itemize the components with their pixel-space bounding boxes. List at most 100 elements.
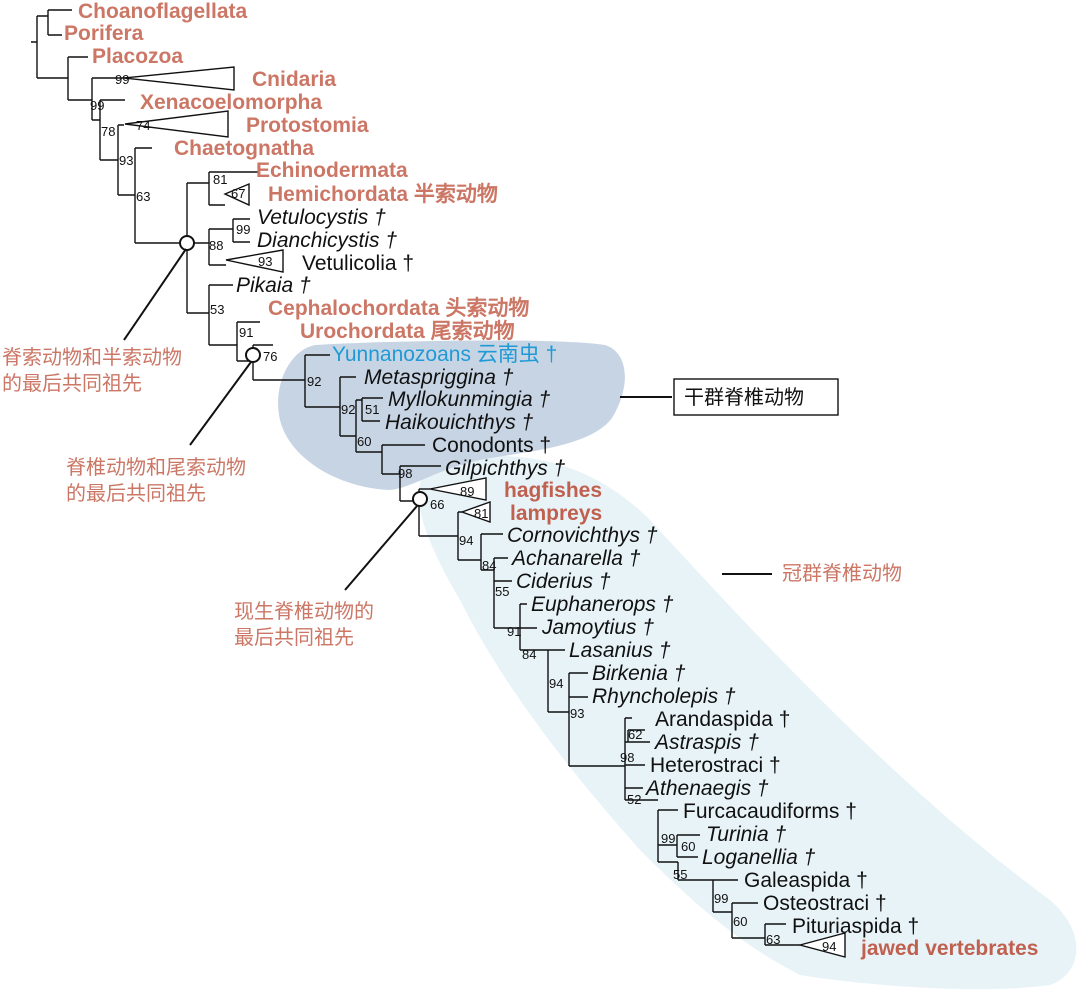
support-value: 67 [231,186,245,201]
label-pikaia: Pikaia † [236,274,311,297]
label-echinodermata: Echinodermata [256,159,408,182]
support-value: 52 [627,792,641,807]
label-athenaegis: Athenaegis † [644,777,769,800]
label-hagfishes: hagfishes [504,479,602,502]
label-myllokunmingia: Myllokunmingia † [388,388,551,411]
label-birkenia: Birkenia † [592,662,686,685]
support-value: 99 [714,891,728,906]
label-cnidaria: Cnidaria [252,68,336,91]
ancestor-living-vertebrate-line2: 最后共同祖先 [234,626,354,649]
support-value: 63 [766,932,780,947]
living-vertebrate-ancestor-node [412,491,428,507]
support-value: 98 [620,750,634,765]
ancestor-vertebrate-urochordate-line2: 的最后共同祖先 [66,482,206,505]
label-jamoytius: Jamoytius † [541,616,654,639]
support-value: 99 [236,222,250,237]
label-cephalochordata: Cephalochordata 头索动物 [268,296,529,320]
support-value: 84 [482,558,496,573]
support-value: 60 [681,839,695,854]
support-value: 76 [263,349,277,364]
hagfishes-triangle [429,477,487,501]
label-hemichordata: Hemichordata 半索动物 [268,182,498,206]
support-value: 99 [90,98,104,113]
crown-group-region [418,456,1077,990]
support-value: 88 [209,238,223,253]
support-value: 94 [822,939,836,954]
crown-group-label: 冠群脊椎动物 [782,562,902,585]
label-urochordata: Urochordata 尾索动物 [300,319,515,343]
support-value: 53 [210,302,224,317]
support-value: 55 [673,867,687,882]
support-value: 92 [341,402,355,417]
support-value: 81 [213,172,227,187]
label-heterostraci: Heterostraci † [650,754,781,777]
label-porifera: Porifera [64,22,144,45]
label-euphanerops: Euphanerops † [531,593,674,616]
label-lampreys: lampreys [510,502,602,525]
hemichordata-triangle [223,182,250,207]
tree-branches [31,9,800,946]
label-cornovichthys: Cornovichthys † [507,524,658,547]
label-chaetognatha: Chaetognatha [174,137,314,160]
support-value: 55 [495,584,509,599]
support-value: 94 [549,676,563,691]
support-value: 84 [522,647,536,662]
label-turinia: Turinia † [706,823,786,846]
vertebrate-urochordate-ancestor-node [245,347,261,363]
support-value: 78 [101,124,115,139]
support-value: 91 [239,325,253,340]
label-yunnanozoans: Yunnanozoans 云南虫 † [332,343,557,366]
label-placozoa: Placozoa [92,45,183,68]
label-achanarella: Achanarella † [510,547,641,570]
support-value: 63 [136,189,150,204]
label-jawed-vertebrates: jawed vertebrates [860,937,1038,960]
cnidaria-triangle [123,66,235,91]
support-value: 60 [733,914,747,929]
support-value: 94 [459,533,473,548]
ancestor-chordate-hemichordate-line2: 的最后共同祖先 [2,372,142,395]
stem-group-label: 干群脊椎动物 [684,386,804,409]
label-protostomia: Protostomia [246,114,369,137]
support-value: 93 [570,706,584,721]
pointer-line-3 [344,505,418,591]
lampreys-triangle [459,501,491,523]
label-choanoflagellata: Choanoflagellata [78,0,248,23]
support-value: 74 [136,118,150,133]
ancestor-chordate-hemichordate-line1: 脊索动物和半索动物 [2,346,182,369]
taxon-labels: Choanoflagellata Porifera Placozoa Cnida… [64,0,1038,960]
vetulicolia-triangle [225,249,284,273]
annotations: 脊索动物和半索动物 的最后共同祖先 脊椎动物和尾索动物 的最后共同祖先 现生脊椎… [2,346,902,649]
support-value: 98 [398,466,412,481]
label-rhyncholepis: Rhyncholepis † [592,685,736,708]
ancestor-vertebrate-urochordate-line1: 脊椎动物和尾索动物 [66,456,246,479]
support-value: 93 [119,153,133,168]
support-value: 93 [258,254,272,269]
label-osteostraci: Osteostraci † [763,892,887,915]
support-value: 62 [628,727,642,742]
support-value: 51 [365,402,379,417]
support-value: 91 [507,624,521,639]
stem-group-box [673,378,839,416]
label-galeaspida: Galeaspida † [744,869,868,892]
label-loganellia: Loganellia † [702,846,816,869]
label-dianchicystis: Dianchicystis † [257,229,397,252]
label-metaspriggina: Metaspriggina † [364,366,514,389]
support-value: 89 [460,484,474,499]
support-values: 99 99 74 78 93 63 81 67 99 88 93 53 91 7… [90,72,836,954]
support-value: 66 [430,497,444,512]
label-pituriaspida: Pituriaspida † [792,915,919,938]
jawed-vertebrates-triangle [797,932,846,958]
label-astraspis: Astraspis † [653,731,759,754]
label-lasanius: Lasanius † [569,639,671,662]
support-value: 92 [307,374,321,389]
support-value: 81 [474,506,488,521]
protostomia-triangle [124,110,229,138]
label-furcacaudiforms: Furcacaudiforms † [683,800,857,823]
label-haikouichthys: Haikouichthys † [385,411,534,434]
collapsed-clades [123,66,846,958]
label-vetulocystis: Vetulocystis † [257,206,386,229]
support-value: 99 [661,831,675,846]
label-conodonts: Conodonts † [432,434,551,457]
support-value: 60 [357,434,371,449]
